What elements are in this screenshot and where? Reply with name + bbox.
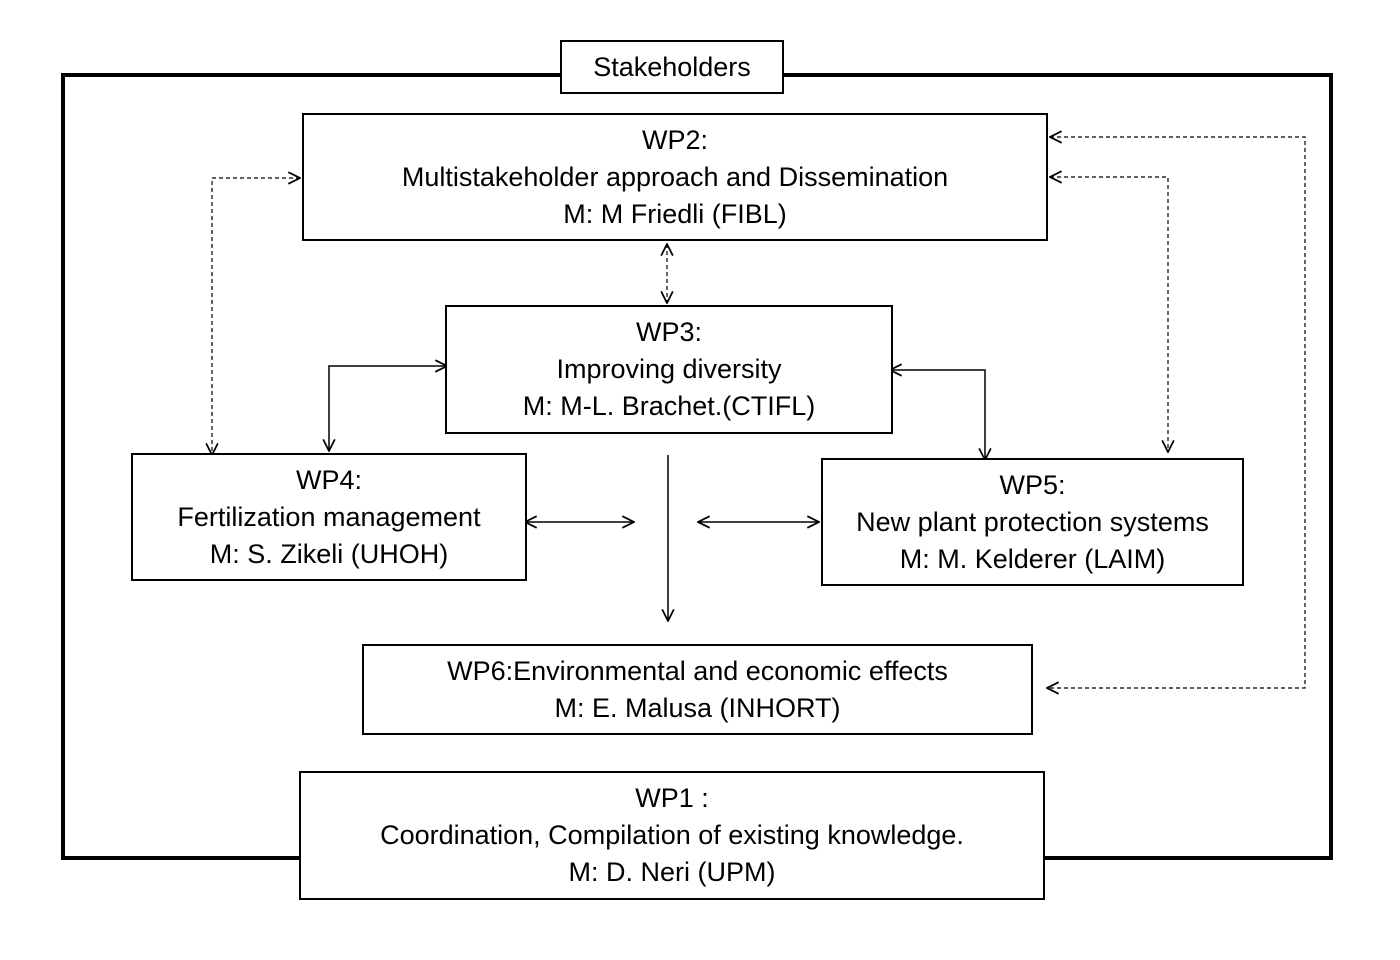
wp3-title: WP3: <box>635 317 702 347</box>
connector-wp2-wp6 <box>1047 137 1306 688</box>
stakeholders-label-box: Stakeholders <box>560 40 784 94</box>
wp5-manager: M: M. Kelderer (LAIM) <box>899 543 1166 574</box>
wp2-description: Multistakeholder approach and Disseminat… <box>401 161 949 192</box>
wp4-box: WP4: Fertilization management M: S. Zike… <box>131 453 527 581</box>
connector-wp5-wp3 <box>890 370 985 460</box>
wp1-title: WP1 : <box>635 783 709 813</box>
wp6-title: WP6:Environmental and economic effects <box>447 655 948 686</box>
wp5-description: New plant protection systems <box>856 506 1209 537</box>
wp6-box: WP6:Environmental and economic effects M… <box>362 644 1033 735</box>
connector-wp3-wp4 <box>329 366 447 451</box>
connector-wp2-wp5 <box>1050 177 1168 452</box>
wp4-title: WP4: <box>295 464 362 495</box>
wp4-manager: M: S. Zikeli (UHOH) <box>209 538 449 569</box>
wp3-manager: M: M-L. Brachet.(CTIFL) <box>522 391 816 421</box>
wp1-manager: M: D. Neri (UPM) <box>568 857 776 887</box>
wp5-title: WP5: <box>999 469 1066 500</box>
wp2-title: WP2: <box>641 124 708 155</box>
wp1-box: WP1 : Coordination, Compilation of exist… <box>299 771 1045 900</box>
wp2-box: WP2: Multistakeholder approach and Disse… <box>302 113 1048 241</box>
wp6-manager: M: E. Malusa (INHORT) <box>554 692 841 723</box>
wp2-manager: M: M Friedli (FIBL) <box>563 198 787 229</box>
stakeholders-label: Stakeholders <box>593 51 751 82</box>
connector-wp2-wp4 <box>212 178 300 455</box>
wp3-box: WP3: Improving diversity M: M-L. Brachet… <box>445 305 893 434</box>
wp1-description: Coordination, Compilation of existing kn… <box>380 820 964 850</box>
wp3-description: Improving diversity <box>556 354 782 384</box>
wp5-box: WP5: New plant protection systems M: M. … <box>821 458 1244 586</box>
wp4-description: Fertilization management <box>177 501 481 532</box>
